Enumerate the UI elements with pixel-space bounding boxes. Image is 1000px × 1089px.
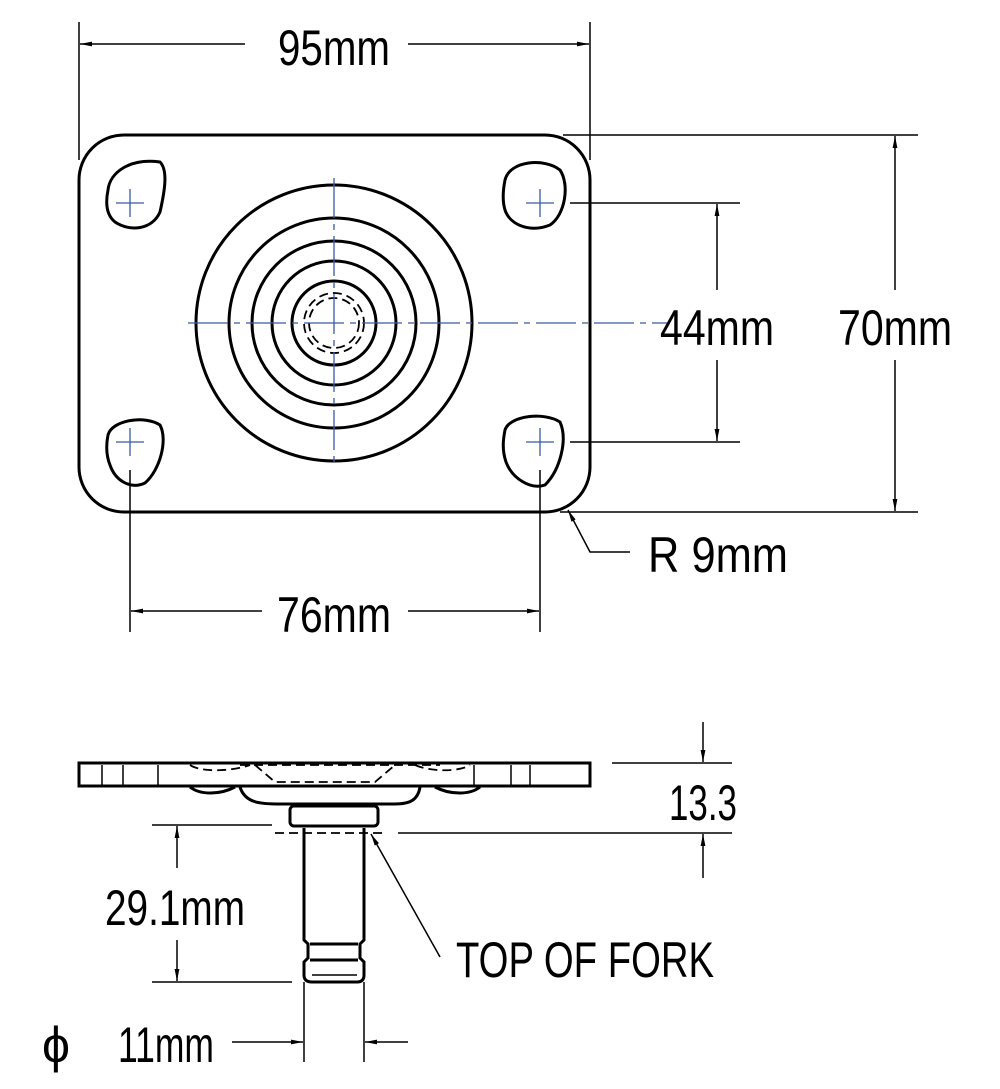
side-view: 13.3 29.1mm TOP OF FORK ϕ 11mm: [42, 722, 737, 1073]
hole-top-left: [105, 159, 167, 230]
stem-diameter-dimension: 11mm: [118, 1017, 214, 1073]
height-dimension: 70mm: [838, 300, 952, 356]
hole-bottom-right: [501, 414, 565, 488]
mounting-plate: [77, 133, 592, 514]
diameter-symbol: ϕ: [42, 1017, 70, 1073]
hole-spacing-vertical: 44mm: [660, 300, 774, 356]
mounting-holes: [105, 159, 567, 488]
centerlines: [188, 178, 668, 468]
stem-length-dimension: 29.1mm: [105, 880, 245, 936]
hole-spacing-horizontal: 76mm: [277, 587, 391, 643]
top-view: 95mm 70mm 44mm 76mm R 9mm: [77, 20, 952, 643]
plate-side: [77, 761, 592, 788]
hole-bottom-left: [105, 418, 165, 487]
hole-top-right: [501, 161, 567, 230]
kingpin-stem: [302, 828, 366, 984]
corner-radius-dimension: R 9mm: [648, 527, 788, 583]
width-dimension: 95mm: [278, 20, 390, 76]
plate-thickness-dimension: 13.3: [669, 775, 737, 831]
top-of-fork-label: TOP OF FORK: [456, 932, 714, 988]
swivel-lower-race: [189, 785, 481, 806]
kingpin-collar: [288, 804, 380, 828]
